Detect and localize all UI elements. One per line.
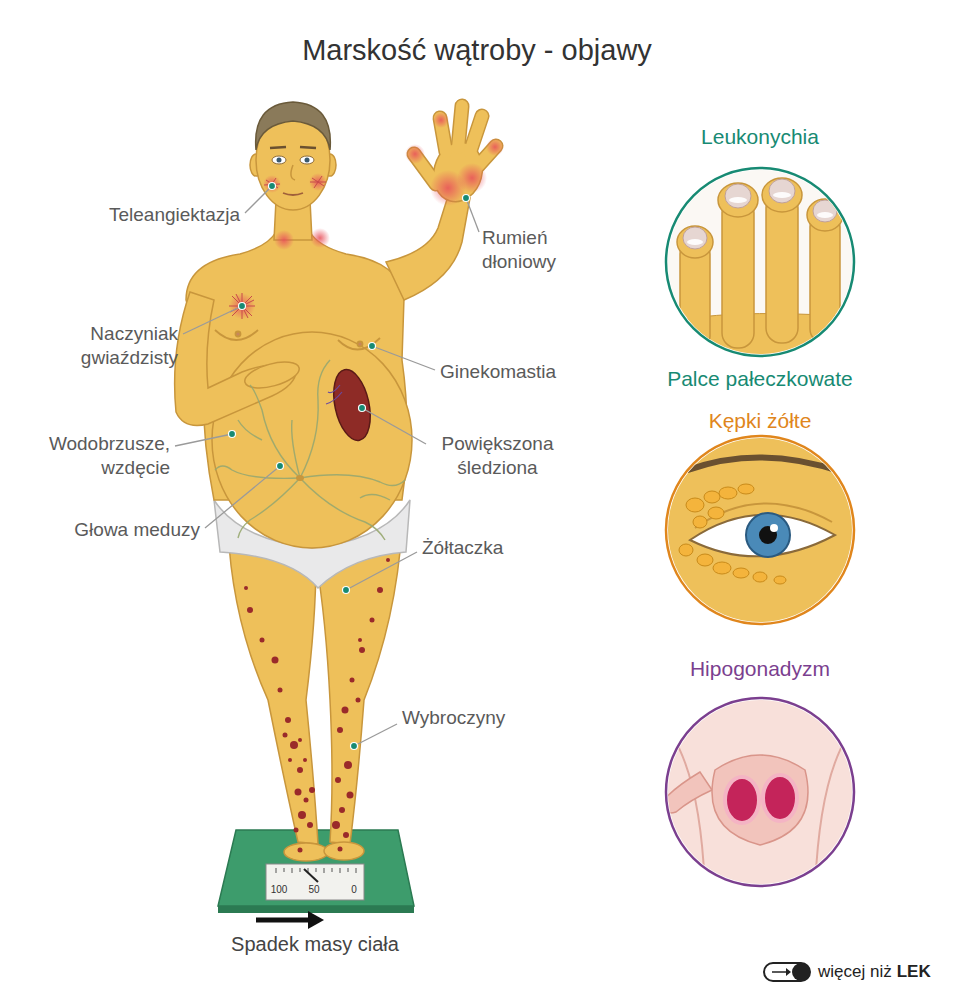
scale-number: 50 <box>305 884 323 896</box>
body-label: Ginekomastia <box>440 360 580 384</box>
label-holder: Teleangiektazja <box>90 203 240 227</box>
logo-icon <box>764 963 810 981</box>
label-holder: Wodobrzusze, wzdęcie <box>20 432 170 480</box>
genital-inset <box>660 690 860 890</box>
circle-heading: Hipogonadyzm <box>690 656 830 682</box>
leader-lines <box>175 186 479 746</box>
inset-circle: LeukonychiaPalce pałeczkowate <box>658 124 862 392</box>
label-holder: Ginekomastia <box>440 360 580 384</box>
label-holder: Rumień dłoniowy <box>482 226 582 274</box>
circle-heading: Kępki żółte <box>709 408 812 434</box>
inset-circle: Hipogonadyzm <box>658 656 862 892</box>
leader-dots <box>229 183 470 750</box>
label-holder: LEK <box>897 960 947 984</box>
abdominal-veins <box>215 360 405 540</box>
logo-text: LEK <box>897 960 931 984</box>
label-holder: 100 <box>268 884 290 896</box>
body-label: Powiększona śledziona <box>430 432 565 480</box>
title: Marskość wątroby - objawy <box>0 32 954 68</box>
scale-number: 0 <box>348 884 360 896</box>
spleen <box>326 366 376 443</box>
label-holder: Wybroczyny <box>402 706 552 730</box>
scale-number: 100 <box>268 884 290 896</box>
body-label: Rumień dłoniowy <box>482 226 582 274</box>
body-label: Żółtaczka <box>422 536 562 560</box>
label-holder: Powiększona śledziona <box>430 432 565 480</box>
spider-marks <box>229 173 330 319</box>
label-holder: Żółtaczka <box>422 536 562 560</box>
caption-label: Spadek masy ciała <box>170 932 460 956</box>
petechiae <box>244 558 390 853</box>
circle-heading: Leukonychia <box>701 124 819 150</box>
navel <box>296 475 304 481</box>
body-label: Naczyniak gwiaździsty <box>60 322 178 370</box>
weight-arrow <box>256 911 324 929</box>
circle-outline <box>658 656 862 892</box>
eye-inset <box>660 430 860 630</box>
circle-border <box>666 168 854 356</box>
title-holder: Marskość wątroby - objawy <box>0 32 954 68</box>
body-label: Wybroczyny <box>402 706 552 730</box>
body-label: Głowa meduzy <box>40 518 200 542</box>
label-holder: Naczyniak gwiaździsty <box>60 322 178 370</box>
label-holder: Spadek masy ciała <box>170 932 460 956</box>
circle-outline <box>658 408 862 628</box>
circle-border <box>666 698 854 886</box>
breasts <box>215 330 380 350</box>
raised-hand <box>405 106 504 207</box>
label-holder: 0 <box>348 884 360 896</box>
logo-text: więcej niż <box>818 960 892 984</box>
circle-outline <box>658 124 862 392</box>
circle-border <box>666 436 854 624</box>
body-label: Teleangiektazja <box>90 203 240 227</box>
label-holder: Głowa meduzy <box>40 518 200 542</box>
circle-caption: Palce pałeczkowate <box>667 366 853 392</box>
inset-circle: Kępki żółte <box>658 408 862 628</box>
fingers-inset <box>650 160 870 380</box>
body-label: Wodobrzusze, wzdęcie <box>20 432 170 480</box>
label-holder: 50 <box>305 884 323 896</box>
